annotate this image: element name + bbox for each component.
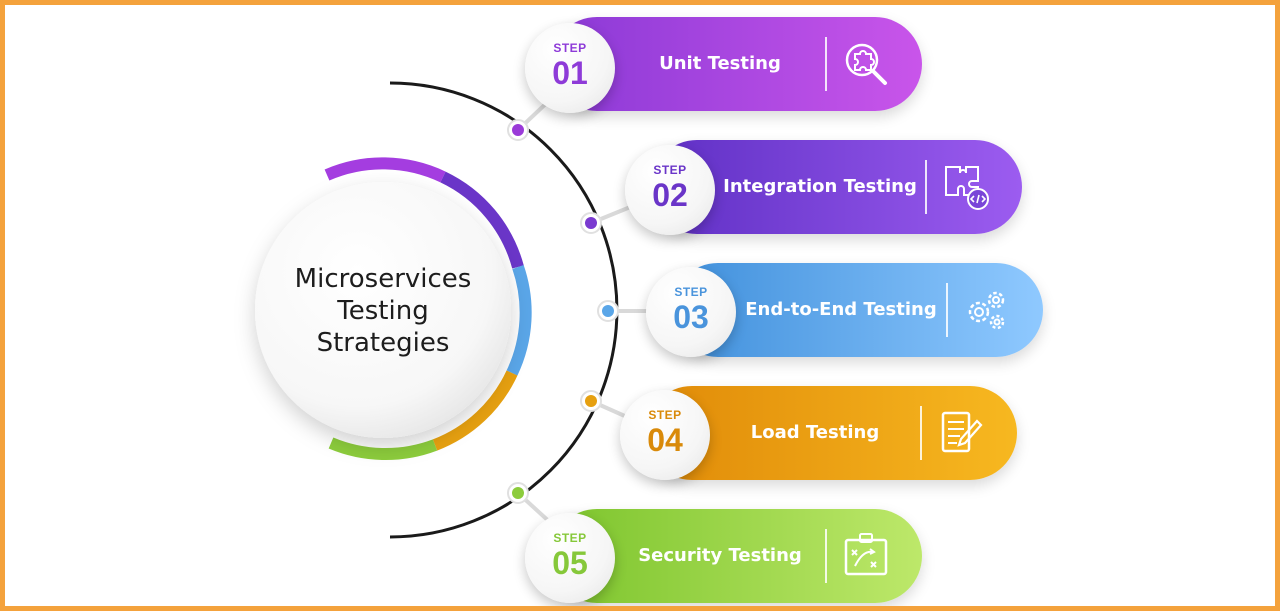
pill-divider	[825, 529, 827, 583]
step-03-badge: STEP 03	[646, 267, 736, 357]
step-04-title: Load Testing	[750, 422, 880, 443]
badge-step-label: STEP	[648, 408, 682, 422]
step-01-badge: STEP 01	[525, 23, 615, 113]
badge-step-label: STEP	[653, 163, 687, 177]
step-03-title: End-to-End Testing	[745, 299, 937, 320]
badge-step-label: STEP	[553, 531, 587, 545]
badge-step-number: 02	[652, 177, 688, 213]
badge-step-label: STEP	[674, 285, 708, 299]
badge-step-number: 04	[647, 422, 683, 458]
ring-segment-green	[328, 437, 438, 461]
pill-divider	[825, 37, 827, 91]
center-title-line: Testing	[337, 296, 429, 326]
center-circle	[255, 182, 511, 438]
step-05-title: Security Testing	[638, 545, 802, 566]
step-02-title: Integration Testing	[723, 176, 917, 197]
arc-dots	[507, 119, 619, 504]
badge-step-number: 03	[673, 299, 709, 335]
puzzle-magnifier-icon	[845, 43, 887, 85]
ring-segment-orange	[432, 370, 518, 451]
badge-step-number: 05	[552, 545, 588, 581]
gears-icon	[968, 291, 1005, 330]
ring-segment-blue	[506, 265, 532, 376]
pill-divider	[925, 160, 927, 214]
strategy-board-icon	[844, 533, 888, 576]
ring-segment-purple	[440, 171, 524, 269]
step-05-badge: STEP 05	[525, 513, 615, 603]
clipboard-pen-icon	[941, 411, 983, 453]
step-04-badge: STEP 04	[620, 390, 710, 480]
badge-step-number: 01	[552, 55, 588, 91]
center-title-line: Strategies	[316, 328, 450, 358]
step-01-title: Unit Testing	[659, 53, 781, 74]
progress-ring	[324, 157, 532, 461]
pill-divider	[920, 406, 922, 460]
step-02-badge: STEP 02	[625, 145, 715, 235]
center-title: Microservices Testing Strategies	[263, 263, 503, 359]
step-05-pill: Security Testing	[550, 509, 922, 603]
puzzle-code-icon	[945, 166, 989, 210]
ring-segment-violet	[324, 157, 446, 183]
pill-divider	[946, 283, 948, 337]
badge-step-label: STEP	[553, 41, 587, 55]
center-title-line: Microservices	[294, 264, 472, 294]
